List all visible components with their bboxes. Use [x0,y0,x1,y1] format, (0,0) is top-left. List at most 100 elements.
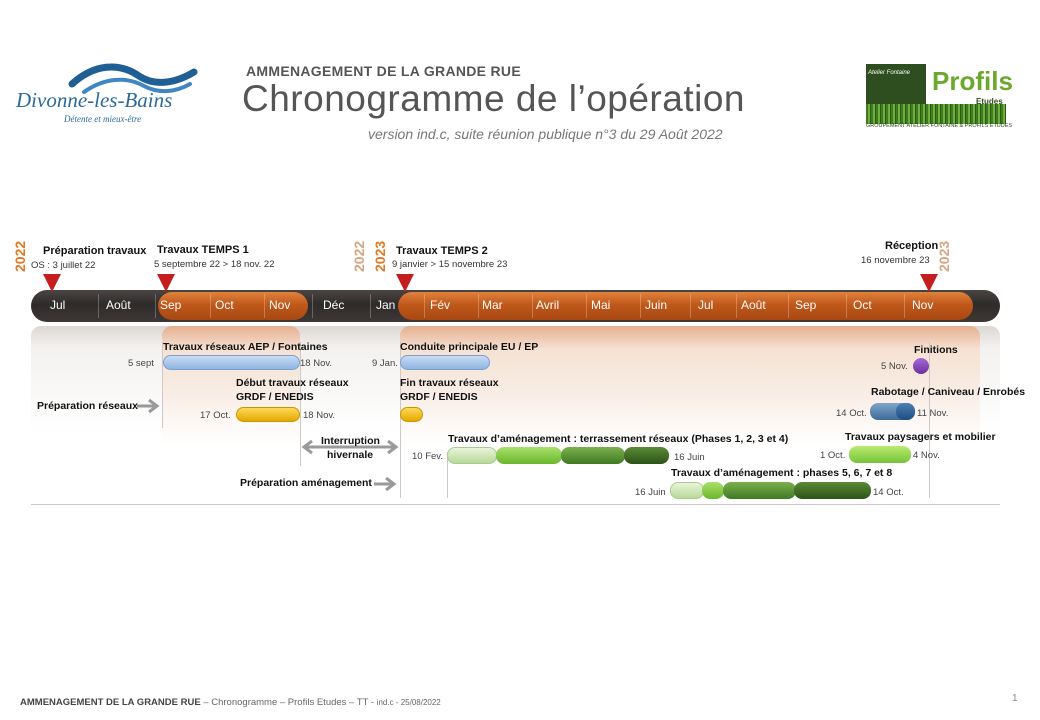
month-label: Août [106,298,131,312]
month-separator [846,294,847,318]
month-separator [424,294,425,318]
month-label: Jul [50,298,66,312]
interruption-label-2: hivernale [327,449,374,461]
task-conduite-bar [400,355,490,370]
task-terrassement-phase4-bar [624,447,669,464]
task-fin-grdf-bar [400,407,423,422]
month-separator [532,294,533,318]
task-terrassement-end: 16 Juin [674,452,705,463]
milestone-marker-icon [396,274,414,292]
task-grdf-start: 17 Oct. [200,410,231,421]
task-terrassement-label: Travaux d’aménagement : terrassement rés… [448,433,789,445]
month-label: Déc [323,298,345,312]
task-aep-label: Travaux réseaux AEP / Fontaines [163,341,328,353]
month-label: Oct [853,298,872,312]
guide-line [300,342,301,466]
month-label: Mar [482,298,503,312]
milestone-temps1-dates: 5 septembre 22 > 18 nov. 22 [154,259,275,270]
task-rabotage-label: Rabotage / Caniveau / Enrobés [871,386,1026,398]
task-aep-start: 5 sept [128,358,154,369]
task-conduite-label: Conduite principale EU / EP [400,341,539,353]
month-label: Nov [269,298,291,312]
year-2022-end: 2022 [351,240,367,272]
month-separator [98,294,99,318]
task-conduite-start: 9 Jan. [372,358,398,369]
task-prep-amenagement-label: Préparation aménagement [240,477,372,489]
month-label: Sep [160,298,182,312]
month-label: Août [741,298,766,312]
month-separator [478,294,479,318]
logo-right-atelier: Atelier Fontaine [868,70,911,76]
logo-left-name: Divonne-les-Bains [16,88,173,112]
page-number: 1 [1012,693,1018,704]
month-separator [312,294,313,318]
task-terrassement-phase2-bar [496,447,562,464]
task-paysagers-end: 4 Nov. [913,450,940,461]
month-separator [788,294,789,318]
month-label: Sep [795,298,817,312]
task-grdf-label-2: GRDF / ENEDIS [236,391,314,403]
month-separator [640,294,641,318]
task-phase5-bar [670,482,704,499]
month-label: Jul [698,298,714,312]
task-phase7-bar [723,482,796,499]
arrow-right-icon [137,398,160,414]
footer: AMMENAGEMENT DE LA GRANDE RUE – Chronogr… [20,697,441,708]
logo-right-group: GROUPEMENT ATELIER FONTAINE & PROFILS ET… [866,123,1013,129]
month-label: Oct [215,298,234,312]
divonne-les-bains-logo: Divonne-les-Bains Détente et mieux-être [14,54,214,134]
wave-logo-icon [68,63,198,94]
task-paysagers-label: Travaux paysagers et mobilier [845,431,996,443]
milestone-temps2-dates: 9 janvier > 15 novembre 23 [392,259,508,270]
task-paysagers-start: 1 Oct. [820,450,846,461]
milestone-temps2-title: Travaux TEMPS 2 [396,245,488,257]
milestone-temps1-title: Travaux TEMPS 1 [157,244,249,256]
footer-project: AMMENAGEMENT DE LA GRANDE RUE [20,697,201,708]
month-label: Avril [536,298,560,312]
atelier-fontaine-box [866,64,926,104]
task-phases-start: 16 Juin [635,487,666,498]
task-phases-end: 14 Oct. [873,487,904,498]
task-grdf-label-1: Début travaux réseaux [236,377,349,389]
profils-etudes-logo: Atelier Fontaine Profils Etudes GROUPEME… [866,64,1013,130]
milestone-reception-date: 16 novembre 23 [861,255,930,266]
month-separator [370,294,371,318]
task-rabotage-bar-part [896,403,915,420]
month-separator [264,294,265,318]
month-separator [155,294,156,318]
task-phase6-bar [702,482,724,499]
task-aep-bar [163,355,300,370]
month-separator [586,294,587,318]
footer-text: – Chronogramme – Profils Etudes – TT - [200,697,377,708]
task-fin-grdf-label-2: GRDF / ENEDIS [400,391,478,403]
page-title: Chronogramme de l’opération [242,78,745,119]
month-separator [210,294,211,318]
task-fin-grdf-label-1: Fin travaux réseaux [400,377,499,389]
task-terrassement-start: 10 Fev. [412,451,443,462]
month-separator [736,294,737,318]
guide-line [929,342,930,498]
milestone-preparation-title: Préparation travaux [43,245,147,257]
task-paysagers-bar [849,446,911,463]
baseline [31,504,1000,505]
month-separator [904,294,905,318]
year-2023-right: 2023 [936,240,952,272]
month-label: Jan [376,298,396,312]
month-label: Mai [591,298,611,312]
milestone-preparation-date: OS : 3 juillet 22 [31,260,96,271]
milestone-marker-icon [43,274,61,292]
task-finitions-date: 5 Nov. [881,361,908,372]
logo-right-etudes: Etudes [976,97,1003,106]
task-rabotage-end: 11 Nov. [917,408,949,419]
task-grdf-end: 18 Nov. [303,410,336,421]
guide-line [447,452,448,498]
task-terrassement-phase1-bar [447,447,497,464]
task-phases-label: Travaux d’aménagement : phases 5, 6, 7 e… [671,467,893,479]
guide-line [162,342,163,428]
guide-line [400,342,401,498]
project-title: AMMENAGEMENT DE LA GRANDE RUE [246,63,521,79]
interruption-label-1: Interruption [321,435,380,447]
task-terrassement-phase3-bar [561,447,625,464]
timeline-segment-temps2 [398,292,973,320]
logo-left-tagline: Détente et mieux-être [64,114,142,124]
